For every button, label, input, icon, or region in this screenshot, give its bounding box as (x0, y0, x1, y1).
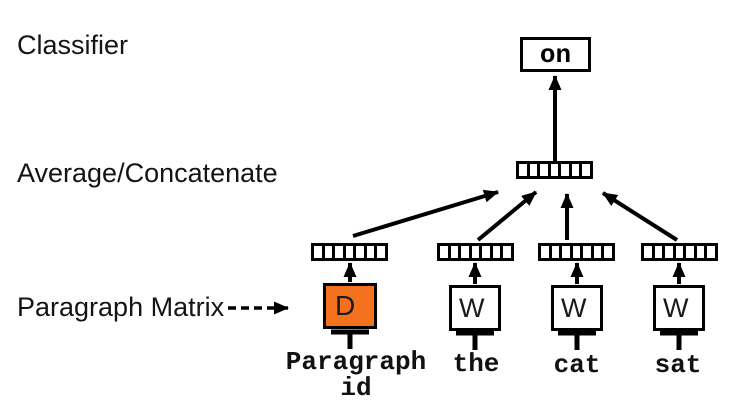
word-matrix-box-2: W (551, 285, 603, 331)
vector-cell (461, 246, 472, 258)
vector-cell (519, 164, 530, 176)
vector-cell (604, 246, 613, 258)
vector-cell (356, 246, 367, 258)
output-word-box: on (520, 37, 591, 72)
paragraph-id-line2: id (340, 373, 372, 403)
vector-cell (572, 246, 584, 258)
vector-cell (450, 246, 462, 258)
vector-cell (541, 246, 552, 258)
vector-cell (571, 164, 583, 176)
vector-cell (345, 246, 357, 258)
paragraph-embedding-vector (311, 243, 388, 261)
vector-cell (540, 164, 551, 176)
vector-cell (696, 246, 708, 258)
paragraph-id-line1: Paragraph (285, 347, 427, 377)
word-embedding-vector-2 (538, 243, 615, 261)
vector-cell (529, 164, 541, 176)
vector-cell (503, 246, 512, 258)
paragraph-matrix-label: Paragraph Matrix (17, 292, 225, 322)
word-matrix-letter: W (663, 292, 689, 323)
vector-cell (492, 246, 504, 258)
vector-cell (644, 246, 655, 258)
vector-cell (482, 246, 493, 258)
paragraph-matrix-letter: D (335, 290, 356, 321)
vector-cell (665, 246, 676, 258)
vector-cell (562, 246, 573, 258)
word-matrix-box-1: W (449, 285, 501, 331)
input-word-label-2: cat (553, 350, 601, 380)
word-matrix-box-3: W (653, 285, 705, 331)
vector-cell (583, 246, 594, 258)
arrow-word-vector1-to-average (476, 190, 538, 242)
classifier-label: Classifier (17, 30, 129, 60)
vector-cell (707, 246, 716, 258)
vector-cell (314, 246, 325, 258)
vector-cell (582, 164, 591, 176)
vector-cell (675, 246, 687, 258)
average-concatenate-label: Average/Concatenate (17, 158, 278, 188)
vector-cell (654, 246, 666, 258)
input-word-label-3: sat (654, 350, 702, 380)
vector-cell (377, 246, 386, 258)
paragraph-id-label: Paragraph id (286, 349, 426, 401)
word-embedding-vector-3 (641, 243, 718, 261)
vector-cell (686, 246, 697, 258)
arrow-word-vector3-to-average (601, 191, 679, 242)
paragraph-matrix-box: D (323, 283, 377, 329)
vector-cell (440, 246, 451, 258)
vector-cell (471, 246, 483, 258)
arrow-paragraph-vector-to-average (352, 189, 499, 238)
output-word-label: on (539, 39, 572, 70)
vector-cell (550, 164, 562, 176)
vector-cell (551, 246, 563, 258)
word-matrix-letter: W (459, 292, 485, 323)
vector-cell (335, 246, 346, 258)
word-matrix-letter: W (561, 292, 587, 323)
vector-cell (366, 246, 378, 258)
average-vector (516, 161, 593, 179)
input-word-label-1: the (452, 349, 500, 379)
vector-cell (324, 246, 336, 258)
vector-cell (561, 164, 572, 176)
word-embedding-vector-1 (437, 243, 514, 261)
vector-cell (593, 246, 605, 258)
